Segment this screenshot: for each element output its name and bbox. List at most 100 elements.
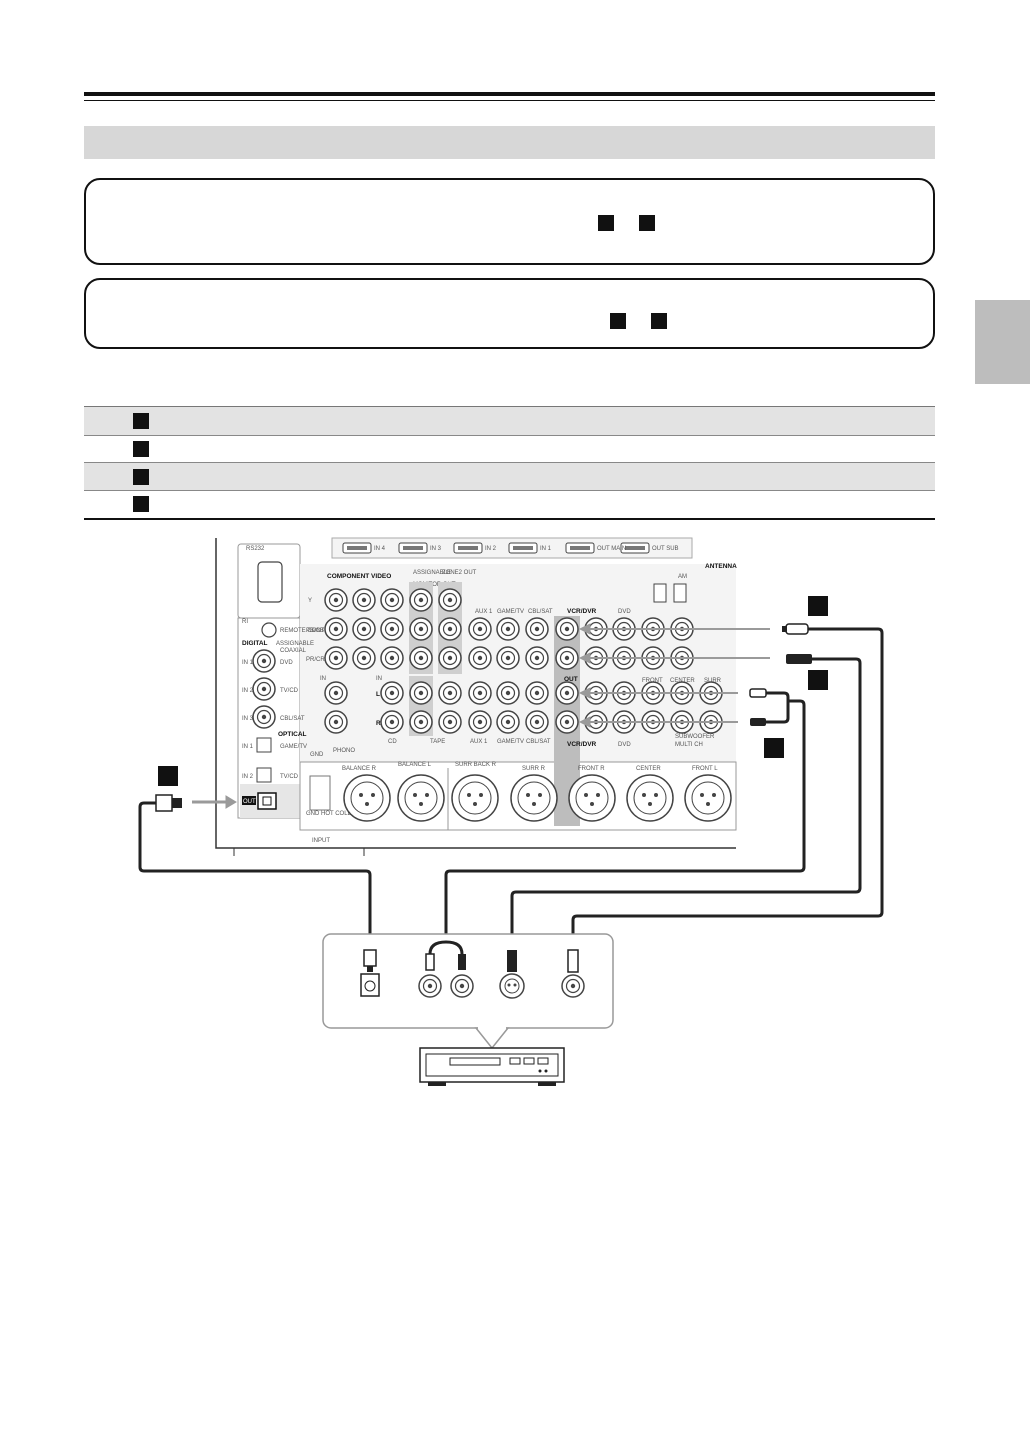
header-rule-thin xyxy=(84,100,935,101)
dvd-audio-label: DVD xyxy=(618,742,631,748)
component-video-label: COMPONENT VIDEO xyxy=(327,573,391,580)
rs232-port: RS232 xyxy=(246,546,283,603)
device-optical-plug xyxy=(360,949,380,997)
phono-label: PHONO xyxy=(333,748,355,754)
row-divider xyxy=(84,462,935,463)
hdmi-in2-label: IN 2 xyxy=(485,546,497,552)
callout-marker-composite xyxy=(808,596,828,616)
antenna-label: ANTENNA xyxy=(705,563,737,570)
coax-cblsat-label: CBL/SAT xyxy=(280,716,305,722)
cd-label: CD xyxy=(388,739,397,745)
component-pb-label: PB/CB xyxy=(306,628,324,634)
optical-in1-label: IN 1 xyxy=(242,744,254,750)
component-y-label: Y xyxy=(308,598,312,604)
ri-port: RI REMOTE CONTROL xyxy=(242,619,337,638)
header-rule-thick xyxy=(84,92,935,96)
coax-in3-label: IN 3 xyxy=(242,716,254,722)
row-marker-4 xyxy=(133,496,149,512)
digital-assignable-label: ASSIGNABLE xyxy=(276,641,314,647)
coax-in2-label: IN 2 xyxy=(242,688,254,694)
connection-cables xyxy=(138,627,884,950)
side-tab xyxy=(975,300,1030,384)
ri-label: RI xyxy=(242,619,248,625)
balance-r-label: BALANCE R xyxy=(342,766,377,772)
hdmi-in1-label: IN 1 xyxy=(540,546,552,552)
connection-diagram: RS232 RI REMOTE CONTROL DIGITAL ASSIGNAB… xyxy=(130,530,900,1100)
callout-marker-svideo xyxy=(808,670,828,690)
gametv-audio-label: GAME/TV xyxy=(497,739,524,745)
callout-marker-audio xyxy=(764,738,784,758)
optical-out-port xyxy=(242,792,277,810)
vcr-dvr-top-label: VCR/DVR xyxy=(567,608,597,615)
reference-marker-c xyxy=(610,313,626,329)
monitor-out-label: MONITOR OUT xyxy=(413,582,456,588)
audio-jacks xyxy=(324,676,723,736)
front-r-label: FRONT R xyxy=(578,766,605,772)
zone2-out-label: ZONE2 OUT xyxy=(442,570,477,576)
device-audio-jacks xyxy=(418,940,474,998)
audio-r-label: R xyxy=(376,720,381,727)
optical-in1-port xyxy=(256,737,272,753)
optical-label: OPTICAL xyxy=(278,731,307,738)
coaxial-label: COAXIAL xyxy=(280,648,307,654)
coaxial-in2-jack xyxy=(252,677,276,701)
reference-marker-b xyxy=(639,215,655,231)
coax-dvd-label: DVD xyxy=(280,660,293,666)
table-row xyxy=(84,490,935,518)
reference-marker-d xyxy=(651,313,667,329)
row-divider xyxy=(84,435,935,436)
table-top-rule xyxy=(84,406,935,407)
gnd-hot-cold-label: GND HOT COLD xyxy=(306,811,353,817)
hdmi-row: IN 4 IN 3 IN 2 IN 1 OUT MAIN OUT SUB xyxy=(331,537,693,559)
vcr-dvr-bottom-label: VCR/DVR xyxy=(567,741,597,748)
device-svideo-jack xyxy=(499,950,525,999)
callout-marker-optical xyxy=(158,766,178,786)
hdmi-in4-label: IN 4 xyxy=(374,546,386,552)
aux1-audio-label: AUX 1 xyxy=(470,739,488,745)
connection-arrows xyxy=(192,623,770,809)
coax-tvcd-label: TV/CD xyxy=(280,688,299,694)
optical-out-label: OUT xyxy=(243,799,256,805)
cblsat-audio-label: CBL/SAT xyxy=(526,739,551,745)
center-label: CENTER xyxy=(670,678,695,684)
section-header-bar xyxy=(84,126,935,159)
cable-plugs xyxy=(155,623,812,812)
cd-in-label: IN xyxy=(376,676,382,682)
row-marker-2 xyxy=(133,441,149,457)
hdmi-in3-label: IN 3 xyxy=(430,546,442,552)
xlr-connectors xyxy=(309,768,732,830)
front-label: FRONT xyxy=(642,678,663,684)
remote-control-label: REMOTE CONTROL xyxy=(280,628,337,634)
multich-label: MULTI CH xyxy=(675,742,703,748)
center-spk-label: CENTER xyxy=(636,766,661,772)
hdmi-out-sub-label: OUT SUB xyxy=(652,546,679,552)
digital-label: DIGITAL xyxy=(242,640,268,647)
gnd-label: GND xyxy=(310,752,324,758)
device-composite-jack xyxy=(561,949,585,998)
surr-back-r-label: SURR BACK R xyxy=(455,762,497,768)
vcr-out-label: OUT xyxy=(564,676,578,683)
table-row xyxy=(84,407,935,435)
coax-in1-label: IN 1 xyxy=(242,660,254,666)
row-marker-1 xyxy=(133,413,149,429)
cblsat-label: CBL/SAT xyxy=(528,609,553,615)
phono-in-label: IN xyxy=(320,676,326,682)
note-box-1 xyxy=(84,178,935,265)
component-video-jacks xyxy=(324,582,462,674)
am-antenna-terminals xyxy=(653,583,687,603)
balance-l-label: BALANCE L xyxy=(398,762,432,768)
input-label: INPUT xyxy=(312,838,330,844)
optical-in2-port xyxy=(256,767,272,783)
table-row xyxy=(84,435,935,463)
table-row xyxy=(84,463,935,491)
surr-r-label: SURR R xyxy=(522,766,546,772)
coaxial-in1-jack xyxy=(252,649,276,673)
row-divider xyxy=(84,490,935,491)
gametv-label: GAME/TV xyxy=(497,609,524,615)
optical-in2-label: IN 2 xyxy=(242,774,254,780)
table-bottom-rule xyxy=(84,518,935,520)
reference-marker-a xyxy=(598,215,614,231)
subwoofer-label: SUBWOOFER xyxy=(675,734,715,740)
optical-cd-label: TV/CD xyxy=(280,774,299,780)
surr-label: SURR xyxy=(704,678,722,684)
